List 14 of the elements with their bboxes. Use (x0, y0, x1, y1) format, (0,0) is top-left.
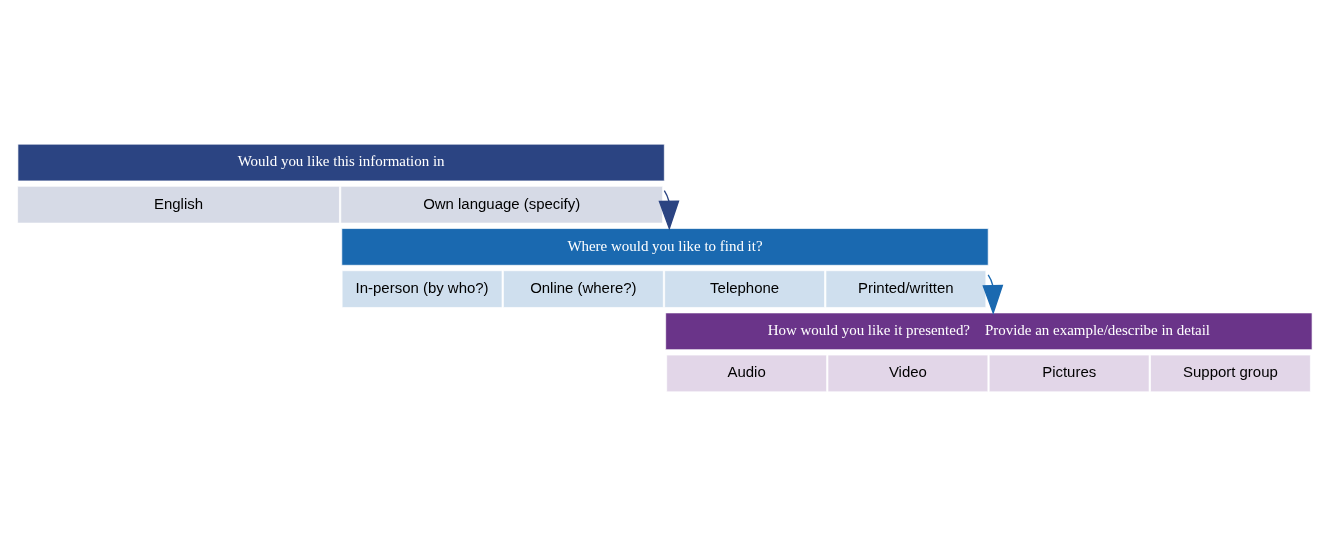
node-box: Support group (1150, 354, 1311, 393)
node-box: Online (where?) (503, 270, 664, 308)
node-box: Audio (666, 354, 827, 393)
node-box: Own language (specify) (340, 186, 663, 224)
arrow (658, 189, 680, 231)
node-box: Pictures (988, 354, 1150, 393)
node-box: English (17, 186, 340, 224)
node-box: How would you like it presented? Provide an example/describe in detail (665, 312, 1313, 350)
node-box: Would you like this information in (17, 143, 665, 182)
node-box: Where would you like to find it? (341, 228, 989, 266)
node-box: Telephone (664, 270, 825, 308)
node-box: Printed/written (825, 270, 987, 308)
node-box: In-person (by who?) (341, 270, 503, 308)
node-box: Video (827, 354, 989, 393)
